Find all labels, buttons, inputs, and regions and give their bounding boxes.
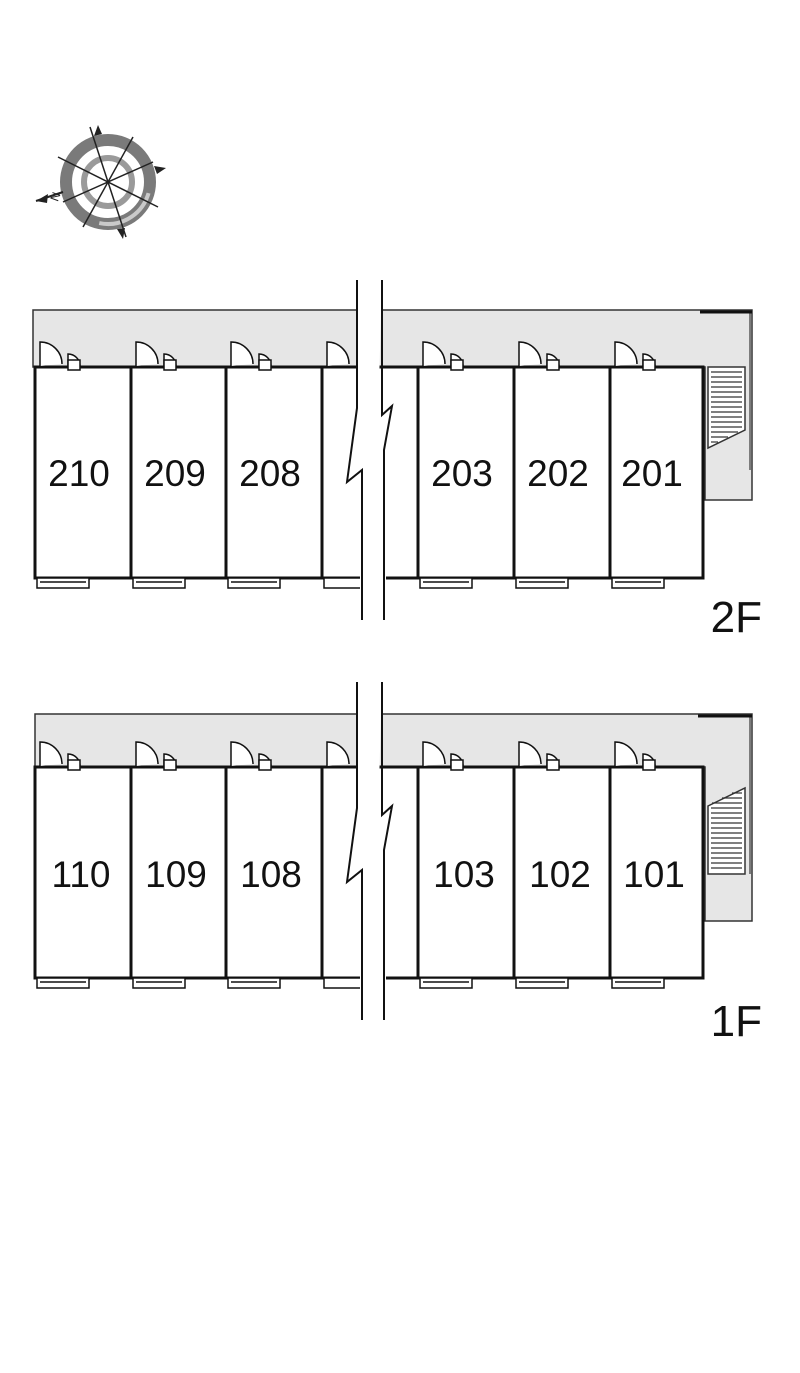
staircase-icon <box>707 366 746 450</box>
unit-203-label: 203 <box>431 453 493 494</box>
floor-plan-2f: 210 209 208 203 202 201 2F <box>32 280 762 642</box>
break-line-symbol <box>345 682 394 1020</box>
unit-109-label: 109 <box>145 854 207 895</box>
unit-101-label: 101 <box>623 854 685 895</box>
break-line-symbol <box>345 280 394 620</box>
unit-110-label: 110 <box>52 854 111 895</box>
floor-label-1f: 1F <box>711 997 762 1046</box>
floor-label-2f: 2F <box>711 593 762 642</box>
unit-201-label: 201 <box>621 453 683 494</box>
unit-102-label: 102 <box>529 854 591 895</box>
windows <box>36 577 665 589</box>
windows <box>36 977 665 989</box>
doors <box>39 741 656 771</box>
unit-209-label: 209 <box>144 453 206 494</box>
floor-plan-1f: 110 109 108 103 102 101 1F <box>33 682 762 1046</box>
unit-108-label: 108 <box>240 854 302 895</box>
unit-208-label: 208 <box>239 453 301 494</box>
doors <box>39 341 656 371</box>
staircase-icon <box>707 786 746 875</box>
compass-rose-icon: N <box>35 125 166 239</box>
corridor <box>32 309 753 501</box>
unit-202-label: 202 <box>527 453 589 494</box>
unit-103-label: 103 <box>433 854 495 895</box>
unit-210-label: 210 <box>48 453 110 494</box>
